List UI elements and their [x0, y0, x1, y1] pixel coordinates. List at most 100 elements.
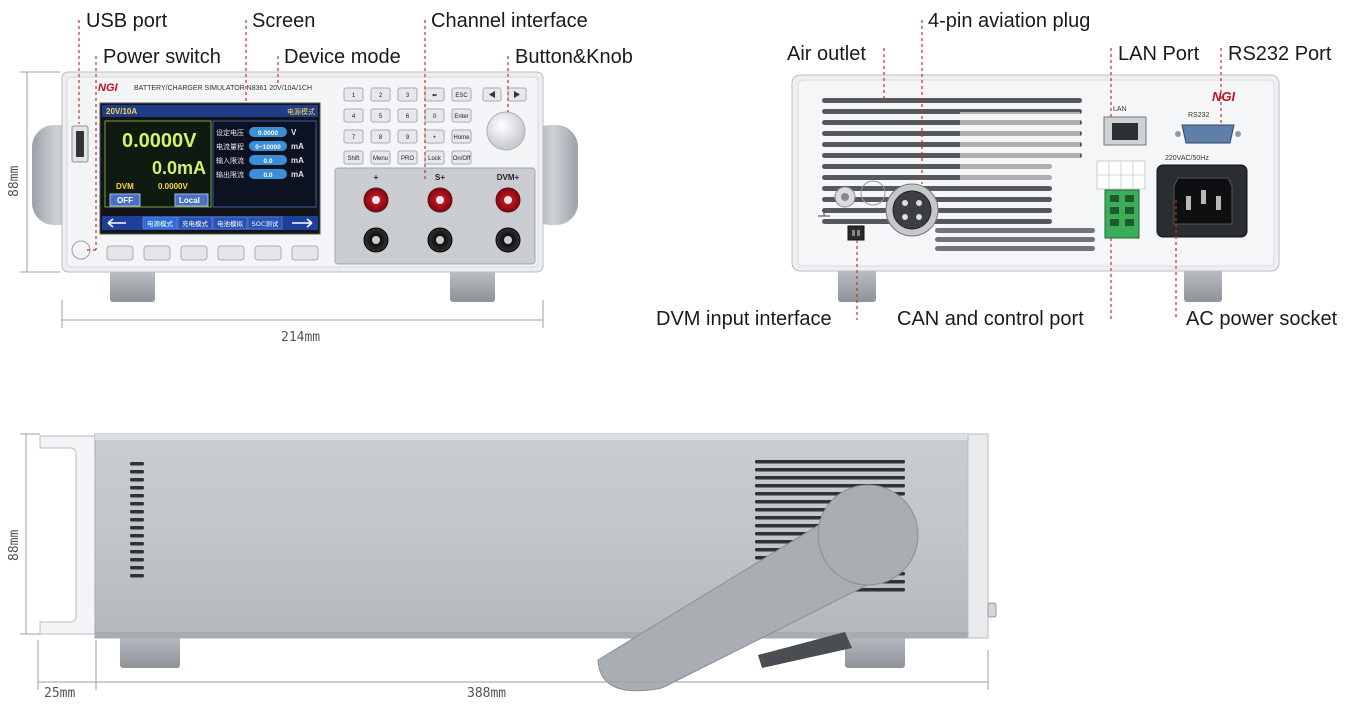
- rotary-knob[interactable]: [486, 111, 526, 151]
- keypad-key[interactable]: [370, 129, 391, 144]
- keypad-key-label: Menu: [373, 156, 388, 162]
- callout-air-outlet: Air outlet: [787, 43, 866, 65]
- keypad-key[interactable]: [397, 108, 418, 123]
- softkeys: [106, 245, 319, 261]
- rear-vent-slot: [935, 237, 1095, 242]
- current-reading: 0.0mA: [152, 158, 206, 178]
- arrow-left-icon: [489, 91, 495, 98]
- ac-label: 220VAC/50Hz: [1165, 155, 1209, 162]
- arrow-right-icon: [514, 91, 520, 98]
- screen-param-value: 0.0: [263, 172, 272, 179]
- rs232-port[interactable]: [1181, 124, 1235, 144]
- keypad-key[interactable]: [343, 150, 364, 165]
- tab-right-arrow-icon: [292, 218, 313, 228]
- side-vent-slot: [130, 550, 144, 554]
- side-vents-front: [130, 462, 144, 578]
- tab-left-arrow-icon: [107, 218, 126, 228]
- front-view: NGI BATTERY/CHARGER SIMULATOR N8361 20V/…: [7, 71, 578, 345]
- screen-param-field: [249, 141, 287, 151]
- keypad-key[interactable]: [397, 150, 418, 165]
- side-vent-slot: [130, 534, 144, 538]
- keypad-key[interactable]: [424, 150, 445, 165]
- keypad-key-label: 8: [379, 135, 383, 141]
- keypad-key-label: Shift: [347, 156, 359, 162]
- rear-vent-slot: [822, 197, 1052, 202]
- keypad-key-label: On/Off: [453, 156, 471, 162]
- keypad-key[interactable]: [397, 129, 418, 144]
- keypad-key-label: Home: [453, 135, 470, 141]
- keypad-key[interactable]: [343, 87, 364, 102]
- rear-vent-slot: [935, 228, 1095, 233]
- screen-param-unit: mA: [291, 156, 304, 165]
- screen-tab-label: 电源模式: [147, 219, 174, 228]
- keypad-key[interactable]: [370, 108, 391, 123]
- dvm-value: 0.0000V: [158, 182, 188, 191]
- keypad-key[interactable]: [343, 108, 364, 123]
- softkey[interactable]: [254, 245, 282, 261]
- screen-param-value: 0.0000: [258, 130, 278, 137]
- screen-tab-label: 充电模式: [182, 219, 209, 228]
- softkey[interactable]: [217, 245, 245, 261]
- callout-usb-port: USB port: [86, 10, 168, 32]
- keypad-key-label: +: [433, 135, 437, 141]
- screen-param-name: 输出限流: [216, 170, 244, 179]
- side-vent-slot: [130, 502, 144, 506]
- dvm-input-connector[interactable]: [847, 225, 865, 241]
- keypad-key-label: 5: [379, 114, 383, 120]
- terminal-label: DVM+: [497, 173, 520, 182]
- front-height-dim: 88mm: [7, 166, 22, 197]
- keypad-key-label: 0: [433, 114, 437, 120]
- screen-tab: [177, 216, 213, 230]
- keypad-key-label: ⬅: [432, 93, 437, 99]
- keypad-key[interactable]: [397, 87, 418, 102]
- rear-vents: [822, 98, 1095, 251]
- callout-can-port: CAN and control port: [897, 308, 1084, 330]
- screen-range: 20V/10A: [106, 107, 137, 116]
- front-dimension-lines: [20, 71, 544, 328]
- keypad-key[interactable]: [370, 150, 391, 165]
- off-indicator: [109, 193, 141, 207]
- terminal-label: S+: [435, 173, 445, 182]
- screen-tabs: 电源模式充电模式电池模拟 SOC测试: [107, 216, 313, 230]
- rear-vent-slot: [822, 219, 1052, 224]
- screen-param-unit: V: [291, 128, 297, 137]
- front-brand: NGI: [98, 82, 119, 94]
- screen-param-unit: mA: [291, 170, 304, 179]
- keypad-key-label: ESC: [455, 93, 468, 99]
- callout-dvm-input: DVM input interface: [656, 308, 832, 330]
- side-depth-dim: 388mm: [467, 686, 506, 701]
- callout-ac-socket: AC power socket: [1186, 308, 1338, 330]
- front-left-foot: [110, 268, 155, 302]
- softkey[interactable]: [143, 245, 171, 261]
- screen-tab-label: SOC测试: [252, 219, 279, 228]
- svg-text:Local: Local: [179, 196, 200, 205]
- keypad-key[interactable]: [424, 108, 445, 123]
- softkey[interactable]: [106, 245, 134, 261]
- side-handle-pivot: [817, 484, 919, 586]
- callout-channel-interface: Channel interface: [431, 10, 588, 32]
- side-vent-slot: [130, 462, 144, 466]
- keypad-key[interactable]: [370, 87, 391, 102]
- screen-param-field: [249, 127, 287, 137]
- side-vent-slot: [130, 470, 144, 474]
- keypad-key-label: 4: [352, 114, 356, 120]
- keypad-key[interactable]: [451, 150, 472, 165]
- screen-param-name: 电流量程: [216, 142, 244, 151]
- keypad-key[interactable]: [451, 87, 472, 102]
- rear-view: LAN NGI RS232 220VAC/50Hz: [791, 74, 1280, 302]
- screen-tab: [212, 216, 248, 230]
- side-handle-bracket: [39, 435, 96, 635]
- softkey[interactable]: [180, 245, 208, 261]
- screen-param-name: 设定电压: [216, 128, 244, 137]
- softkey[interactable]: [291, 245, 319, 261]
- keypad-key-label: 7: [352, 135, 356, 141]
- keypad-key[interactable]: [451, 108, 472, 123]
- screen-tab-label: 电池模拟: [217, 219, 244, 228]
- screen-param-value: 0.0: [263, 158, 272, 165]
- screen-param-unit: mA: [291, 142, 304, 151]
- keypad-key[interactable]: [343, 129, 364, 144]
- keypad-key[interactable]: [451, 129, 472, 144]
- side-vent-slot: [755, 476, 905, 480]
